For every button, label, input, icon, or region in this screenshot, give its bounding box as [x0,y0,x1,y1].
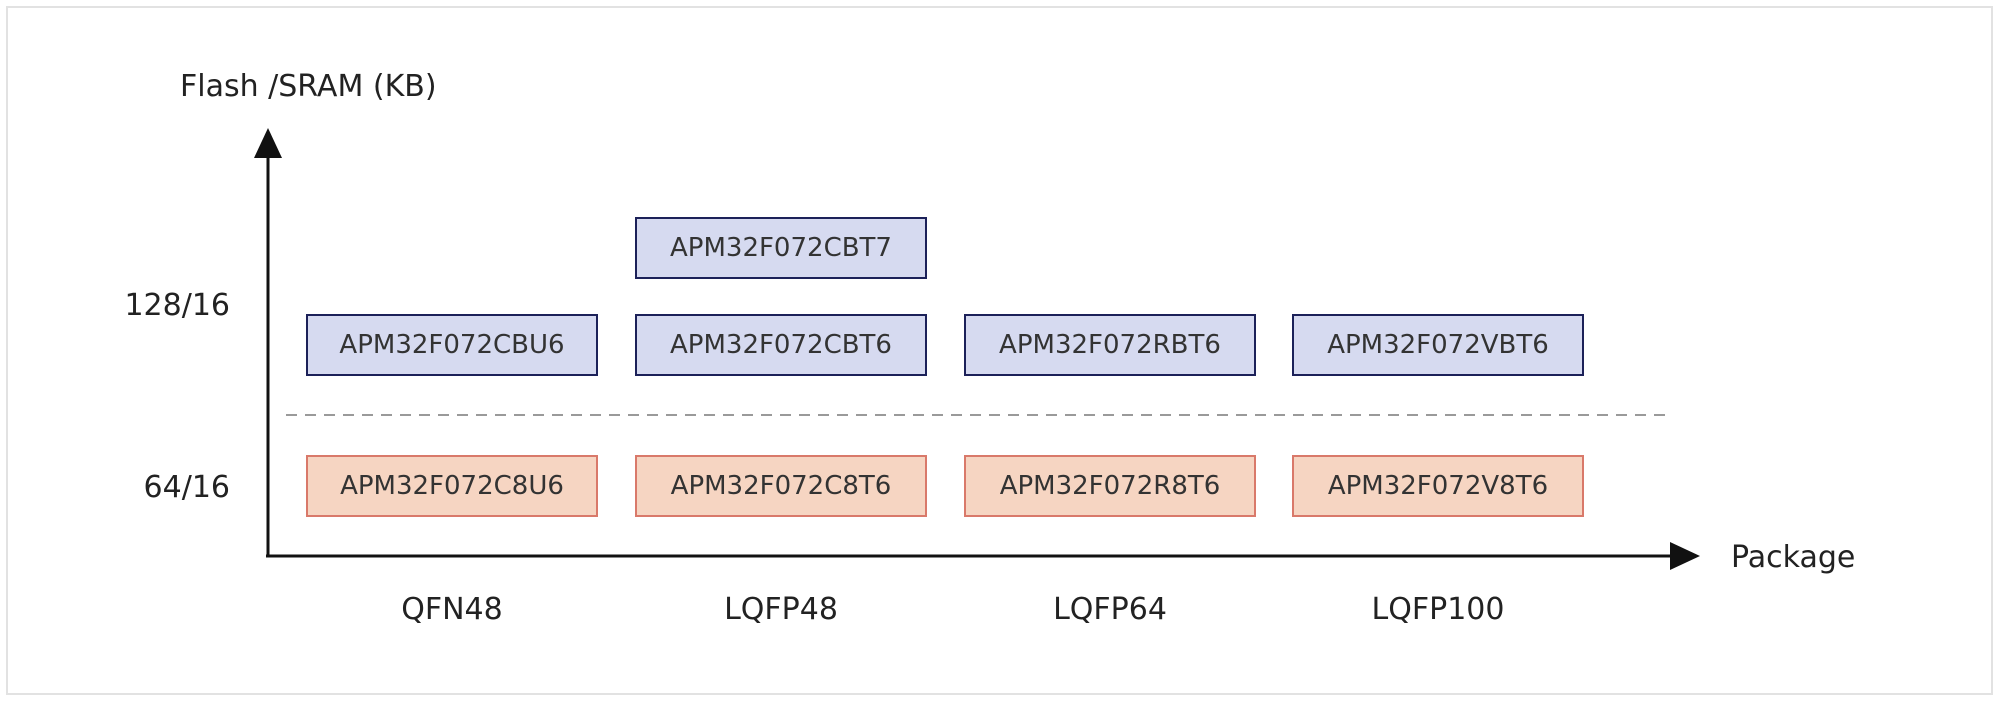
y-tick-64-16: 64/16 [143,470,230,505]
y-axis-arrow [254,128,282,158]
y-tick-128-16: 128/16 [124,288,230,323]
x-tick-lqfp100: LQFP100 [1371,592,1505,627]
x-tick-lqfp64: LQFP64 [1053,592,1167,627]
part-box-apm32f072c8u6: APM32F072C8U6 [306,455,598,517]
x-tick-lqfp48: LQFP48 [724,592,838,627]
y-axis-title: Flash /SRAM (KB) [180,69,437,104]
part-box-apm32f072cbt7: APM32F072CBT7 [635,217,927,279]
part-box-apm32f072rbt6: APM32F072RBT6 [964,314,1256,376]
part-box-apm32f072cbt6: APM32F072CBT6 [635,314,927,376]
part-box-apm32f072c8t6: APM32F072C8T6 [635,455,927,517]
part-box-apm32f072v8t6: APM32F072V8T6 [1292,455,1584,517]
part-box-apm32f072cbu6: APM32F072CBU6 [306,314,598,376]
x-axis-arrow [1670,542,1700,570]
x-tick-qfn48: QFN48 [401,592,503,627]
part-box-apm32f072r8t6: APM32F072R8T6 [964,455,1256,517]
part-box-apm32f072vbt6: APM32F072VBT6 [1292,314,1584,376]
x-axis-title: Package [1731,540,1856,575]
